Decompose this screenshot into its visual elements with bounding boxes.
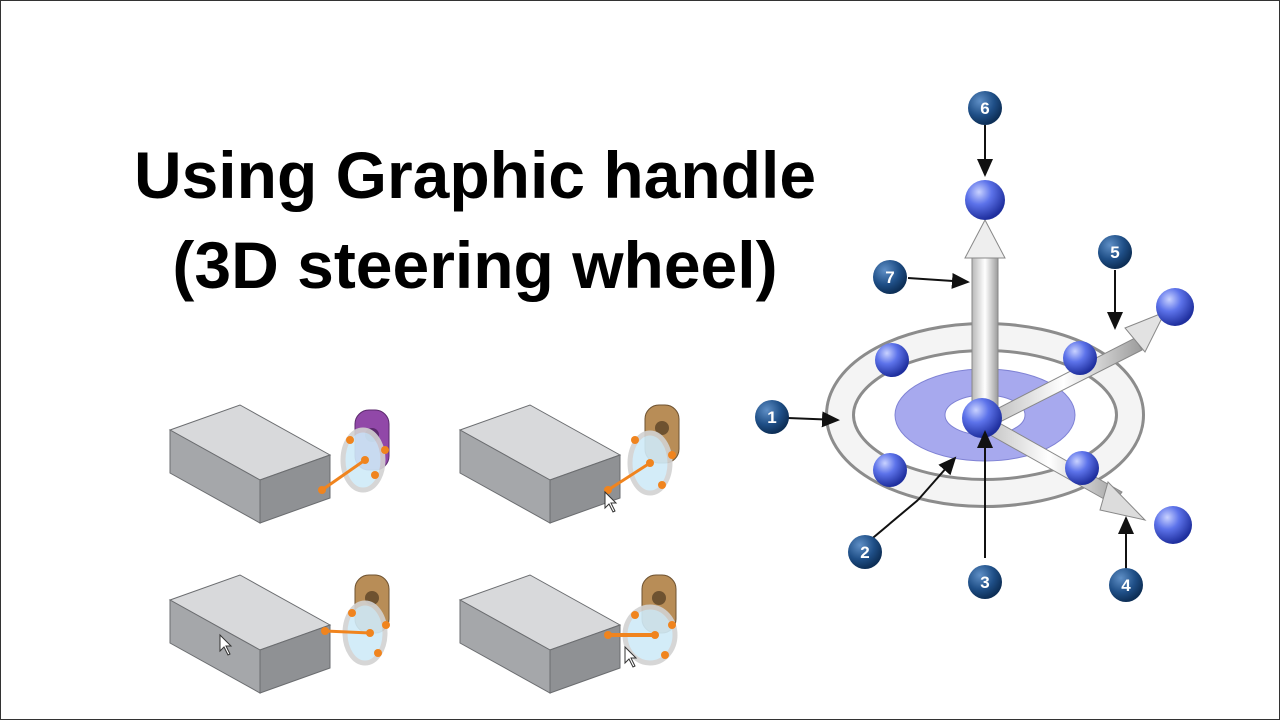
step-image-1: [168, 404, 390, 524]
slide-title: Using Graphic handle (3D steering wheel): [40, 130, 910, 310]
callout-6: 6: [968, 91, 1002, 125]
svg-text:7: 7: [885, 268, 894, 287]
steering-wheel-diagram: [787, 125, 1194, 570]
callout-7: 7: [873, 260, 907, 294]
callout-4: 4: [1109, 568, 1143, 602]
step-image-2: [458, 404, 680, 524]
callout-3: 3: [968, 565, 1002, 599]
mouse-cursor-icon: [604, 490, 618, 513]
svg-text:6: 6: [980, 99, 989, 118]
callout-layer: 1 2 3 4 5 6 7: [755, 91, 1143, 602]
svg-text:4: 4: [1121, 576, 1131, 595]
callout-1: 1: [755, 400, 789, 434]
callout-5: 5: [1098, 235, 1132, 269]
mouse-cursor-icon: [624, 645, 638, 668]
title-line-1: Using Graphic handle: [133, 138, 817, 212]
svg-text:3: 3: [980, 573, 989, 592]
step-image-3: [168, 574, 390, 694]
svg-text:1: 1: [767, 408, 776, 427]
title-line-2: (3D steering wheel): [172, 228, 778, 302]
mouse-cursor-icon: [219, 633, 233, 656]
svg-text:5: 5: [1110, 243, 1119, 262]
step-image-4: [458, 574, 678, 694]
svg-text:2: 2: [860, 543, 869, 562]
callout-2: 2: [848, 535, 882, 569]
